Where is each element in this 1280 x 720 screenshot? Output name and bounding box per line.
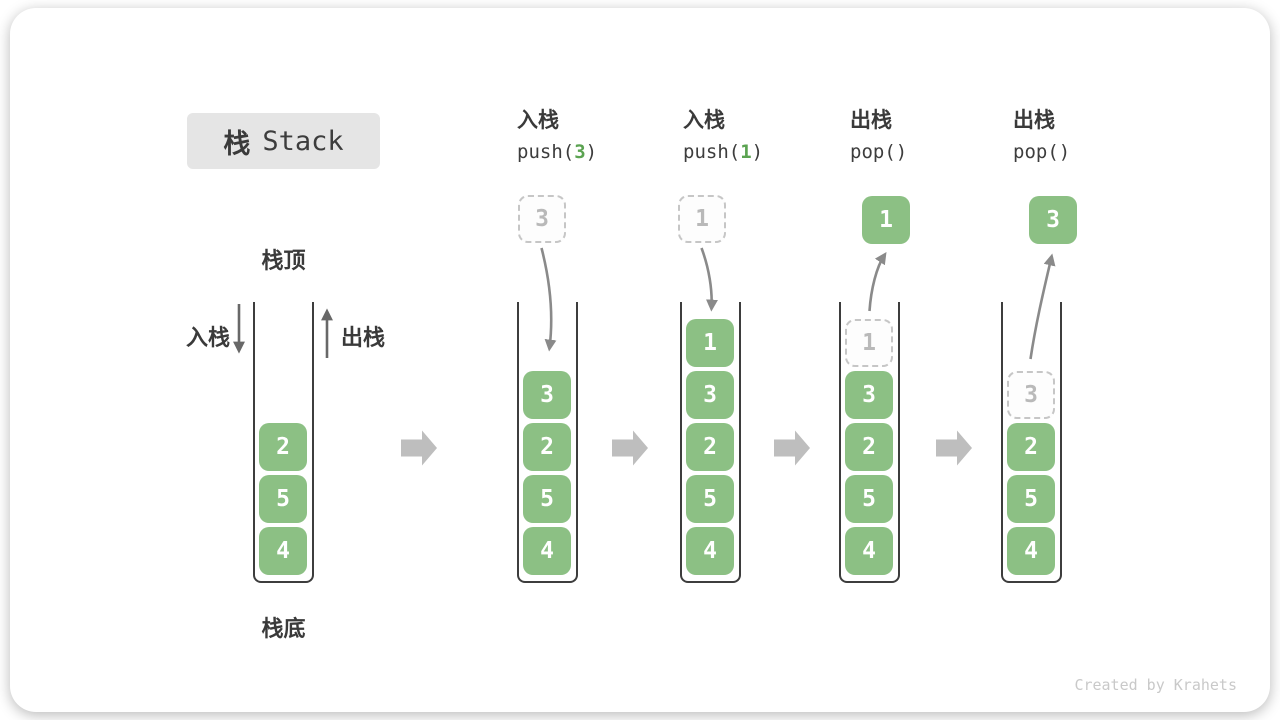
op-code-arg: 1 (740, 141, 752, 163)
stack-cell: 4 (259, 527, 307, 575)
stack-cell: 2 (523, 423, 571, 471)
op-code-post: ) (1058, 141, 1071, 163)
stack-cell: 5 (845, 475, 893, 523)
stack-cell: 5 (1007, 475, 1055, 523)
stack-cell: 2 (845, 423, 893, 471)
popped-value-box: 3 (1029, 196, 1077, 244)
op-code: pop() (1013, 136, 1183, 169)
op-label: 入栈 (683, 109, 725, 132)
op-label: 入栈 (517, 109, 559, 132)
incoming-value-box: 1 (678, 195, 726, 243)
op-header-pop-1: 出栈 pop() (850, 106, 1020, 169)
op-header-pop-2: 出栈 pop() (1013, 106, 1183, 169)
stack-cell: 2 (1007, 423, 1055, 471)
op-code-arg: 3 (574, 141, 586, 163)
stack-cell: 4 (686, 527, 734, 575)
stack-cell: 3 (845, 371, 893, 419)
popped-value-box: 1 (862, 196, 910, 244)
stack-cell: 5 (686, 475, 734, 523)
push-arrow-label: 入栈 (185, 325, 230, 350)
op-code-pre: push( (517, 141, 575, 163)
incoming-value-box: 3 (518, 195, 566, 243)
stack-cell: 4 (845, 527, 893, 575)
op-header-push-1: 入栈 push(1) (683, 106, 853, 169)
op-code-pre: pop( (850, 141, 896, 163)
stack-cell: 5 (523, 475, 571, 523)
watermark: Created by Krahets (1074, 676, 1237, 694)
pop-arrow-label: 出栈 (341, 325, 386, 350)
stack-bottom-label: 栈底 (261, 616, 306, 641)
ghost-cell: 1 (845, 319, 893, 367)
stack-top-label: 栈顶 (261, 248, 306, 273)
title-zh: 栈 (223, 128, 251, 159)
stack-cell: 5 (259, 475, 307, 523)
stack-cell: 3 (686, 371, 734, 419)
op-code-post: ) (751, 141, 764, 163)
title-en: Stack (262, 125, 344, 157)
op-code: push(1) (683, 136, 853, 169)
op-code: push(3) (517, 136, 687, 169)
op-label: 出栈 (850, 109, 892, 132)
stack-cell: 4 (523, 527, 571, 575)
op-code-pre: push( (683, 141, 741, 163)
stack-cell: 3 (523, 371, 571, 419)
stack-cell: 1 (686, 319, 734, 367)
stack-cell: 4 (1007, 527, 1055, 575)
stack-cell: 2 (259, 423, 307, 471)
op-code-post: ) (585, 141, 598, 163)
ghost-cell: 3 (1007, 371, 1055, 419)
op-header-push-3: 入栈 push(3) (517, 106, 687, 169)
op-code-pre: pop( (1013, 141, 1059, 163)
op-code: pop() (850, 136, 1020, 169)
op-code-post: ) (895, 141, 908, 163)
title-box: 栈 Stack (187, 113, 380, 169)
stack-cell: 2 (686, 423, 734, 471)
op-label: 出栈 (1013, 109, 1055, 132)
